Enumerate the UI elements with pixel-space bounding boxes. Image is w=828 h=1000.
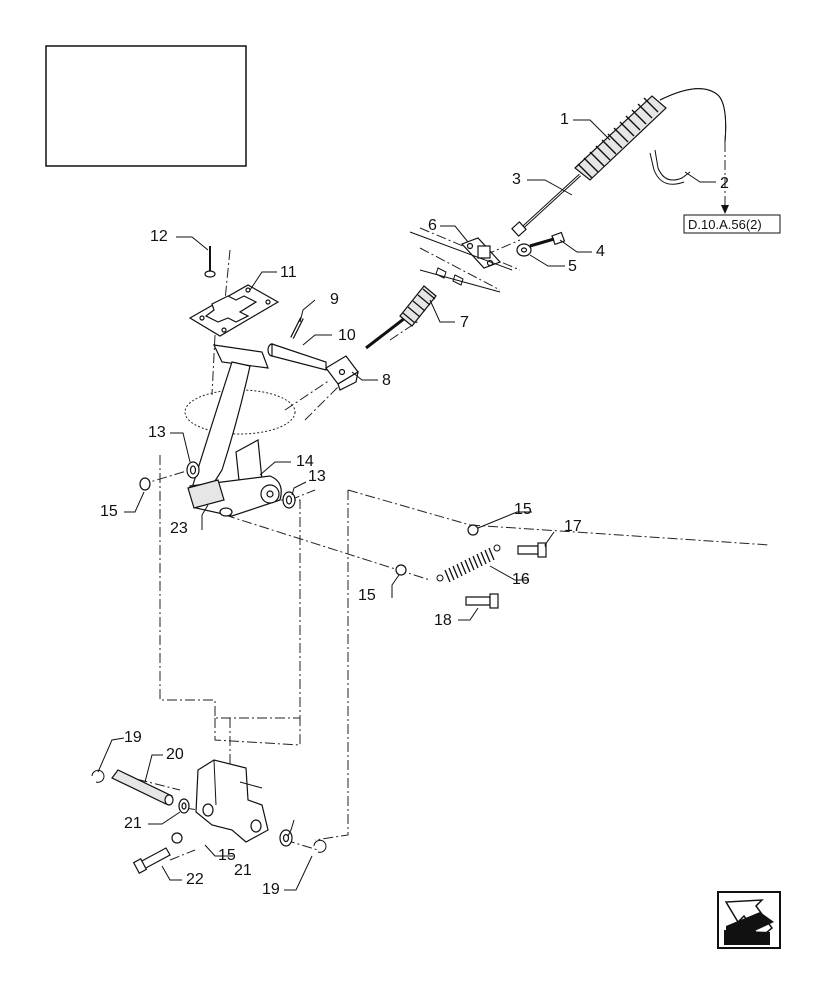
callout-6: 6	[428, 217, 437, 234]
part-19-clip-left	[91, 769, 105, 783]
part-12-screw	[204, 246, 216, 278]
part-13-washer-right	[282, 491, 296, 509]
part-21-washer-left	[178, 798, 190, 814]
callout-23: 23	[170, 520, 188, 537]
part-11-pedal-pad	[188, 284, 280, 337]
part-3-cable-rod	[511, 173, 582, 237]
callout-19-left: 19	[124, 729, 142, 746]
part-13-washer-left	[186, 461, 200, 479]
mounting-bracket	[195, 759, 269, 843]
part-7-spring-rod	[365, 285, 437, 350]
callout-10: 10	[338, 327, 356, 344]
callout-17: 17	[564, 518, 582, 535]
part-8-clevis	[325, 355, 359, 391]
part-16-spring	[436, 544, 501, 583]
leader-lines	[97, 119, 716, 891]
part-15-nut-upper	[467, 524, 479, 536]
callout-2: 2	[720, 175, 729, 192]
callout-3: 3	[512, 171, 521, 188]
callout-21-left: 21	[124, 815, 142, 832]
part-4-bolt	[529, 231, 566, 248]
part-20-pivot-pin	[111, 769, 174, 806]
part-14-pedal	[187, 344, 282, 517]
callout-1: 1	[560, 111, 569, 128]
callout-13-left: 13	[148, 424, 166, 441]
callout-19-right: 19	[262, 881, 280, 898]
callout-15-left: 15	[100, 503, 118, 520]
part-2-clip	[649, 149, 691, 185]
callout-4: 4	[596, 243, 605, 260]
reference-box: D.10.A.56(2)	[683, 214, 781, 234]
callout-9: 9	[330, 291, 339, 308]
callout-11: 11	[280, 264, 297, 281]
part-15-nut-lower	[171, 832, 183, 844]
part-22-bolt	[132, 847, 171, 874]
callout-7: 7	[460, 314, 469, 331]
reference-label: D.10.A.56(2)	[688, 217, 762, 232]
callout-20: 20	[166, 746, 184, 763]
part-17-bolt	[517, 542, 547, 558]
part-6-bracket	[409, 231, 513, 293]
part-15-nut-middle	[395, 564, 407, 576]
callout-15-lower: 15	[218, 847, 236, 864]
callouts: 1 2 3 4 5 6 7 8 9 10 11 12 13 13 14 15 1…	[100, 111, 729, 898]
callout-15-middle: 15	[358, 587, 376, 604]
callout-8: 8	[382, 372, 391, 389]
callout-22: 22	[186, 871, 204, 888]
callout-16: 16	[512, 571, 530, 588]
part-15-nut-left	[139, 477, 151, 491]
arrow-back-icon[interactable]	[717, 891, 781, 949]
part-1-cable-spring	[574, 88, 727, 181]
callout-5: 5	[568, 258, 577, 275]
callout-14: 14	[296, 453, 314, 470]
callout-21-right: 21	[234, 862, 252, 879]
reference-arrow	[721, 142, 729, 214]
callout-13-right: 13	[308, 468, 326, 485]
callout-15-upper: 15	[514, 501, 532, 518]
callout-12: 12	[150, 228, 168, 245]
part-10-clevis-pin	[267, 343, 327, 371]
part-19-clip-right	[313, 839, 327, 853]
part-5-washer	[516, 243, 532, 257]
part-18-bolt	[465, 593, 499, 609]
empty-frame	[45, 45, 247, 167]
callout-18: 18	[434, 612, 452, 629]
